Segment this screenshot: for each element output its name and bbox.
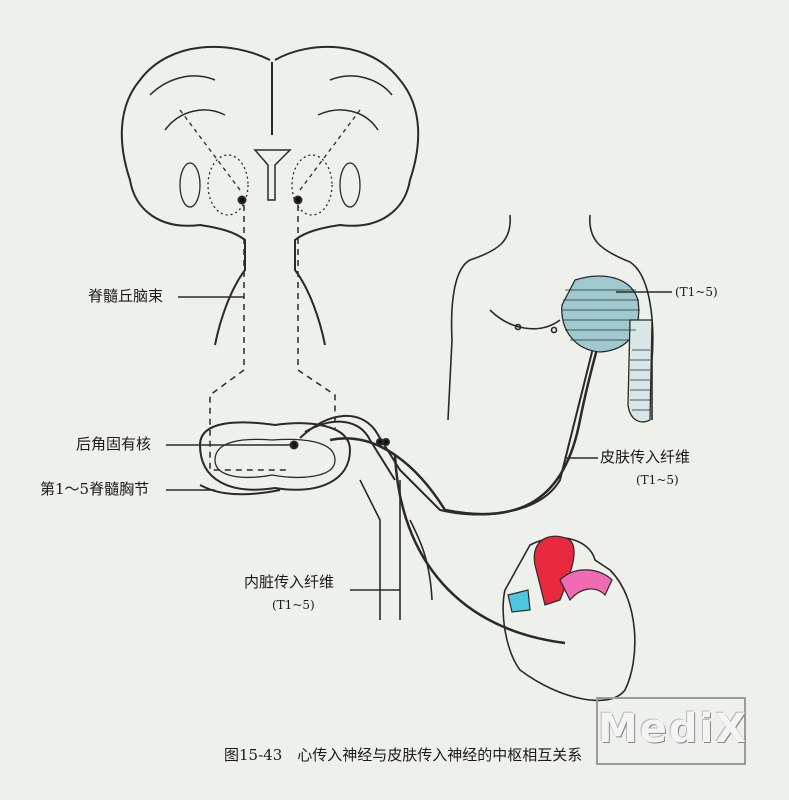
heart [502, 535, 636, 702]
label-skin-dermatome: (T1~5) [675, 285, 718, 299]
watermark-logo: MediX [596, 697, 746, 765]
label-visceral-afferent-seg: (T1~5) [272, 598, 315, 612]
label-thoracic-segments: 第1～5脊髓胸节 [40, 480, 150, 498]
label-spinothalamic-tract: 脊髓丘脑束 [88, 287, 164, 305]
dermatome-area [561, 275, 653, 423]
spinothalamic-tract-lines [209, 205, 336, 471]
label-skin-afferent: 皮肤传入纤维 [600, 448, 691, 466]
visceral-afferent-fiber [393, 454, 566, 645]
leader-lines [166, 291, 672, 591]
figure-caption: 图15-43 心传入神经与皮肤传入神经的中枢相互关系 [224, 746, 583, 764]
torso-outline [447, 214, 654, 421]
label-visceral-afferent: 内脏传入纤维 [244, 573, 335, 591]
brain-coronal-section [120, 45, 420, 346]
skin-afferent-fiber [329, 314, 608, 516]
label-dorsal-horn-nucleus: 后角固有核 [76, 435, 152, 453]
spinal-cord-section [198, 319, 601, 620]
label-skin-afferent-seg: (T1~5) [636, 473, 679, 487]
